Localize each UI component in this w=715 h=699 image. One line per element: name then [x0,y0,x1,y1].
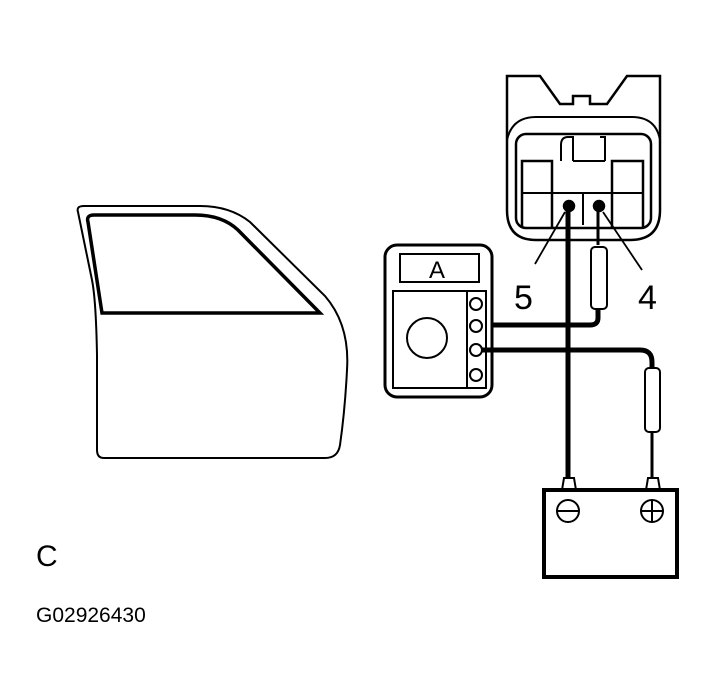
car-door [76,205,349,459]
connector [505,74,662,242]
figure-id: G02926430 [36,604,146,627]
pin-leaders [534,211,643,271]
battery-positive-icon [640,499,664,523]
battery [542,477,679,579]
battery-negative-icon [556,499,580,523]
ammeter-label: A [429,257,445,284]
probe-connector-side [478,208,608,328]
pin-label-4: 4 [638,279,657,317]
lead-meter-battery [482,347,661,478]
pin-label-5: 5 [514,279,533,317]
view-label: C [36,540,58,573]
